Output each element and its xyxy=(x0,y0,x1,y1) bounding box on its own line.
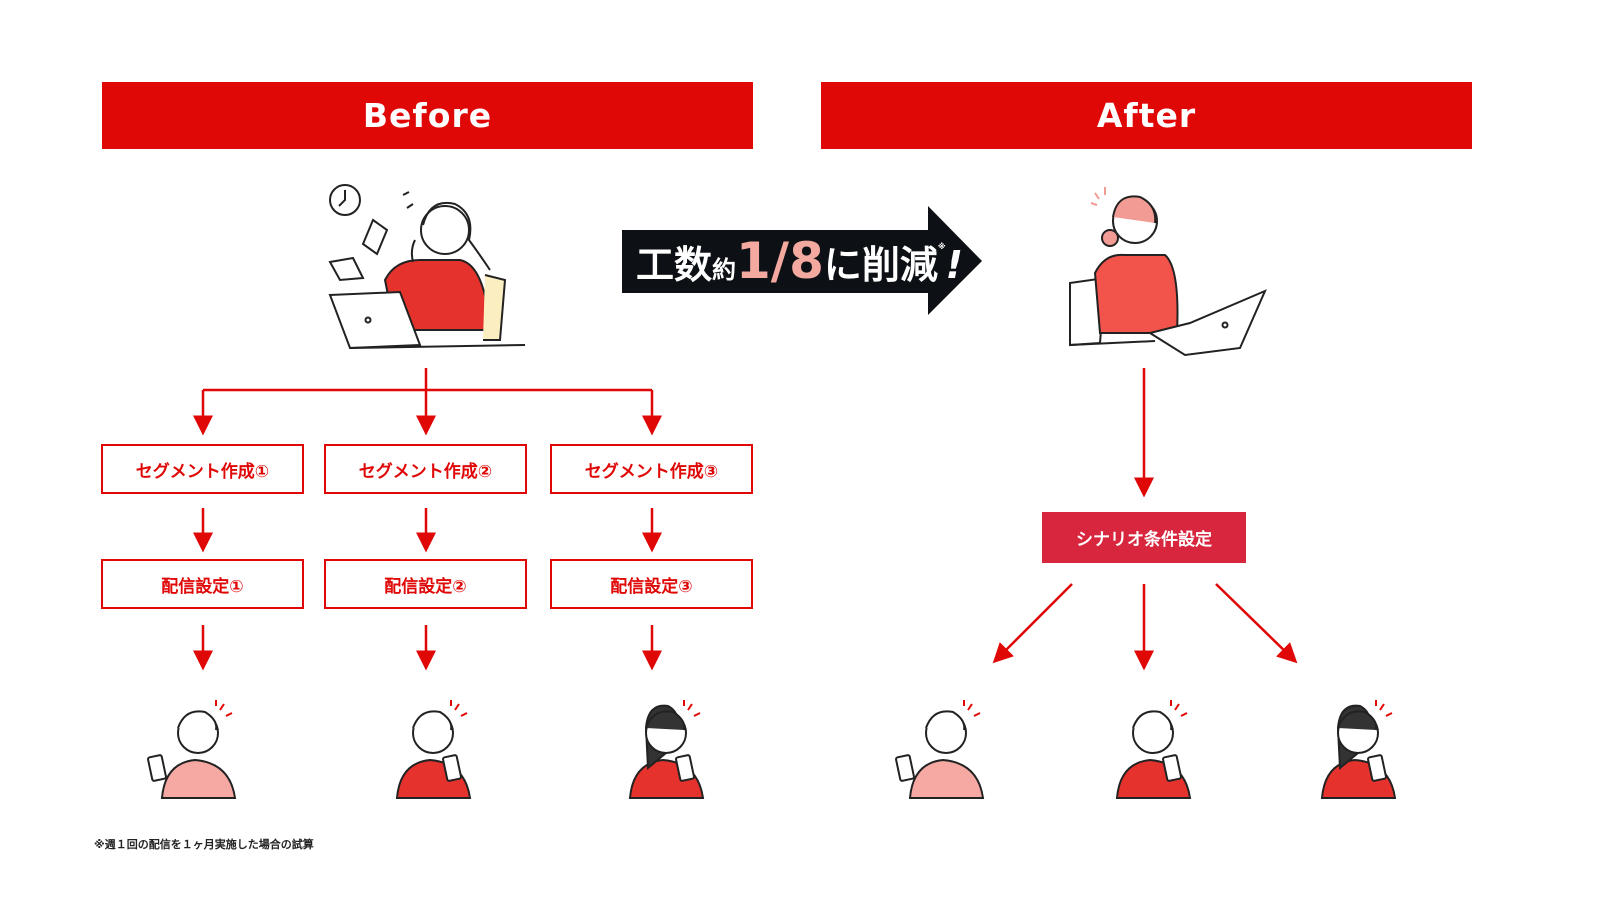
reduction-label: 工数 約 1/8 に削減 ※ ! xyxy=(636,232,963,292)
delivery-box-3: 配信設定③ xyxy=(550,559,753,609)
relaxed-worker-illustration xyxy=(1069,187,1267,357)
segment-box-1: セグメント作成① xyxy=(101,444,304,494)
arrow xyxy=(1215,583,1298,664)
recipient-woman-short-hair-illustration xyxy=(147,700,237,799)
reduction-exclaim: ! xyxy=(945,243,963,287)
recipient-man-illustration xyxy=(1115,700,1192,799)
after-header: After xyxy=(821,82,1472,149)
segment-box-3: セグメント作成③ xyxy=(550,444,753,494)
reduction-value: 1/8 xyxy=(736,232,824,290)
recipient-woman-long-hair-illustration xyxy=(628,700,705,799)
reduction-mark: ※ xyxy=(937,242,946,251)
reduction-approx: 約 xyxy=(712,256,737,284)
tree-connector xyxy=(203,368,652,392)
delivery-box-1: 配信設定① xyxy=(101,559,304,609)
recipient-woman-long-hair-illustration xyxy=(1320,700,1397,799)
footnote: ※週１回の配信を１ヶ月実施した場合の試算 xyxy=(94,838,314,851)
delivery-box-2: 配信設定② xyxy=(324,559,527,609)
reduction-prefix: 工数 xyxy=(636,243,713,287)
scenario-box: シナリオ条件設定 xyxy=(1042,512,1246,563)
recipient-man-illustration xyxy=(395,700,472,799)
reduction-arrow xyxy=(622,206,982,315)
arrow xyxy=(992,583,1073,664)
recipient-woman-short-hair-illustration xyxy=(895,700,985,799)
busy-worker-illustration xyxy=(328,184,526,350)
reduction-suffix: に削減 xyxy=(823,243,938,287)
before-header: Before xyxy=(102,82,753,149)
segment-box-2: セグメント作成② xyxy=(324,444,527,494)
